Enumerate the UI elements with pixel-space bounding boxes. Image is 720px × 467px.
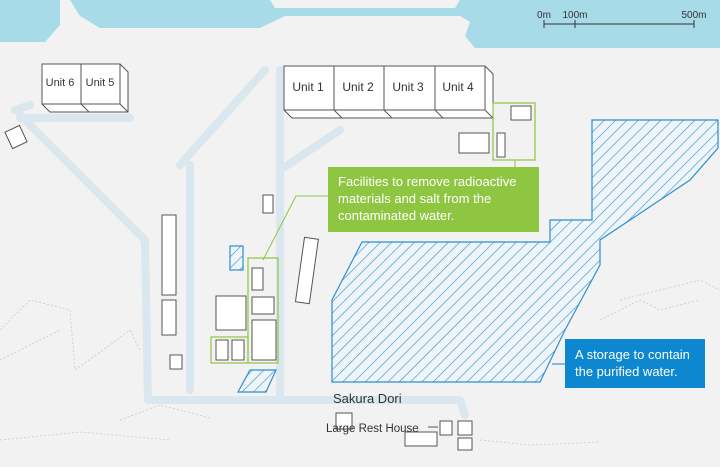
treatment-facility-callout: Facilities to remove radioactive materia… <box>328 167 539 232</box>
treatment-callout-line-1: Facilities to remove radioactive <box>338 174 517 189</box>
treatment-facility-outlines <box>210 102 536 364</box>
storage-area <box>229 119 719 393</box>
road-label-sakura-dori: Sakura Dori <box>333 391 402 406</box>
sea <box>0 0 720 48</box>
storage-callout-line-1: A storage to contain <box>575 347 690 362</box>
scale-bar <box>543 20 695 28</box>
treatment-callout-line-3: contaminated water. <box>338 208 455 223</box>
storage-callout-line-2: the purified water. <box>575 364 678 379</box>
roads <box>11 66 469 419</box>
storage-callout: A storage to contain the purified water. <box>565 339 705 388</box>
unit-5-label: Unit 5 <box>86 77 115 89</box>
scale-label-0: 0m <box>537 10 551 21</box>
treatment-callout-line-2: materials and salt from the <box>338 191 492 206</box>
building-label-rest-house: Large Rest House <box>326 423 419 435</box>
unit-3-label: Unit 3 <box>392 80 424 94</box>
west-unit-blocks <box>41 63 129 113</box>
small-buildings <box>4 105 532 451</box>
unit-4-label: Unit 4 <box>442 80 474 94</box>
unit-2-label: Unit 2 <box>342 80 374 94</box>
scale-label-500: 500m <box>681 10 706 21</box>
unit-6-label: Unit 6 <box>46 77 75 89</box>
scale-label-100: 100m <box>562 10 587 21</box>
unit-1-label: Unit 1 <box>292 80 324 94</box>
